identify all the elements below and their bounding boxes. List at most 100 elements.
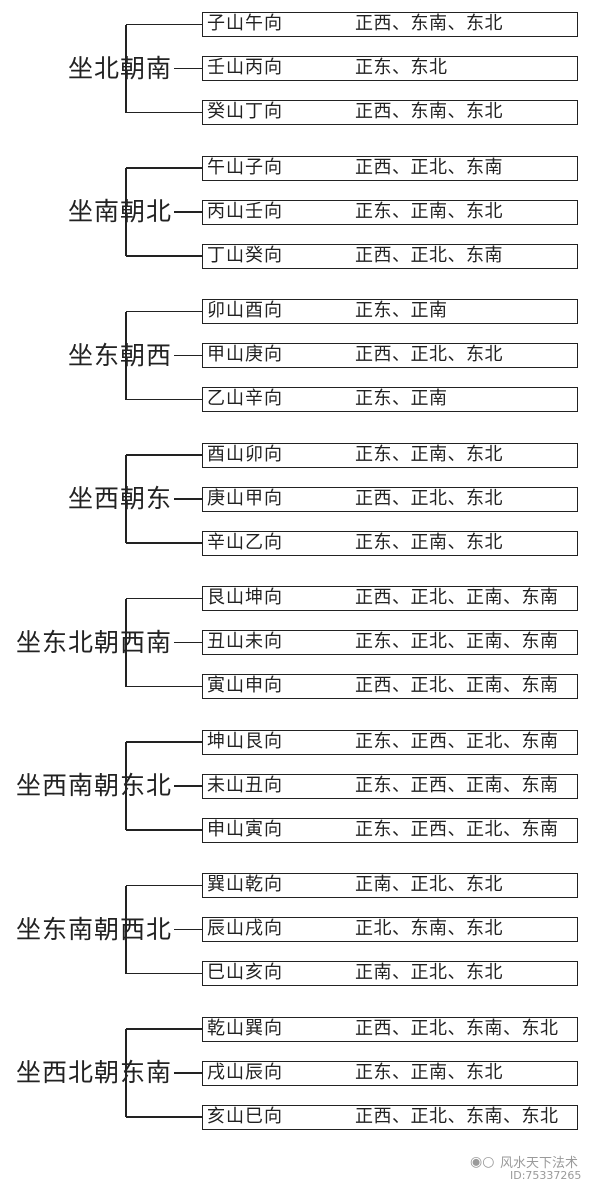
connector-branch xyxy=(126,597,202,600)
directions: 正东、正南、东北 xyxy=(355,443,503,465)
directions: 正西、东南、东北 xyxy=(355,13,503,34)
mountain-row: 辛山乙向 正东、正南、东北 xyxy=(202,530,578,556)
mountain-name: 巽山乾向 xyxy=(207,874,283,895)
connector-stem xyxy=(174,928,202,931)
directions: 正东、正西、正北、东南 xyxy=(355,730,559,752)
mountain-row: 未山丑向正东、正西、正南、东南 xyxy=(202,773,578,799)
mountain-row: 巳山亥向 正南、正北、东北 xyxy=(202,961,578,986)
connector-bracket xyxy=(125,1029,127,1117)
group-label: 坐西南朝东北 xyxy=(15,771,172,800)
connector-branch xyxy=(126,972,202,975)
connector-stem xyxy=(174,1072,202,1074)
directions: 正东、正西、正北、东南 xyxy=(355,818,559,840)
mountain-name: 申山寅向 xyxy=(207,818,283,840)
mountain-name: 丑山未向 xyxy=(207,631,283,652)
connector-stem xyxy=(174,498,202,500)
mountain-name: 巳山亥向 xyxy=(207,962,283,983)
connector-branch xyxy=(126,23,202,26)
mountain-name: 卯山酉向 xyxy=(207,300,283,321)
group-label: 坐西北朝东南 xyxy=(15,1058,172,1087)
mountain-row: 丑山未向正东、正北、正南、东南 xyxy=(202,630,578,655)
mountain-row: 丁山癸向 正西、正北、东南 xyxy=(202,243,578,269)
connector-branch xyxy=(126,884,202,887)
watermark: ◉○ 风水天下法术 ID:75337265 xyxy=(470,1152,595,1186)
directions: 正东、正南 xyxy=(355,388,448,409)
group-label: 坐东朝西 xyxy=(67,340,172,370)
directions: 正东、正南、东北 xyxy=(355,531,503,553)
mountain-name: 甲山庚向 xyxy=(207,344,283,365)
mountain-name: 坤山艮向 xyxy=(207,730,283,752)
directions: 正西、正北、东北 xyxy=(355,487,503,509)
mountain-row: 乾山巽向 正西、正北、东南、东北 xyxy=(202,1016,578,1042)
watermark-name: 风水天下法术 xyxy=(500,1156,579,1171)
mountain-row: 艮山坤向 正西、正北、正南、东南 xyxy=(202,586,578,611)
directions: 正西、正北、正南、东南 xyxy=(355,587,559,608)
mountain-name: 子山午向 xyxy=(207,13,283,34)
directions: 正北、东南、东北 xyxy=(355,918,503,939)
mountain-row: 坤山艮向 正东、正西、正北、东南 xyxy=(202,729,578,755)
connector-bracket xyxy=(125,168,127,256)
mountain-name: 丁山癸向 xyxy=(207,244,283,266)
mountain-row: 甲山庚向 正西、正北、东北 xyxy=(202,343,578,368)
connector-branch xyxy=(126,167,202,169)
mountain-row: 丙山壬向正东、正南、东北 xyxy=(202,199,578,225)
mountain-row: 乙山辛向 正东、正南 xyxy=(202,387,578,412)
directions: 正南、正北、东北 xyxy=(355,874,503,895)
connector-bracket xyxy=(125,311,127,400)
mountain-name: 寅山申向 xyxy=(207,675,283,696)
connector-branch xyxy=(126,111,202,114)
connector-bracket xyxy=(125,742,127,830)
directions: 正西、正北、东北 xyxy=(355,344,503,365)
connector-branch xyxy=(126,255,202,257)
mountain-row: 壬山丙向正东、东北 xyxy=(202,56,578,81)
connector-bracket xyxy=(125,24,127,113)
mountain-row: 子山午向 正西、东南、东北 xyxy=(202,12,578,37)
connector-stem xyxy=(174,211,202,213)
mountain-name: 乙山辛向 xyxy=(207,388,283,409)
connector-branch xyxy=(126,1116,202,1118)
connector-branch xyxy=(126,1028,202,1030)
mountain-row: 亥山巳向正西、正北、东南、东北 xyxy=(202,1104,578,1130)
directions: 正东、东北 xyxy=(355,57,448,78)
group-label: 坐北朝南 xyxy=(67,53,172,83)
connector-branch xyxy=(126,741,202,743)
mountain-row: 戌山辰向正东、正南、东北 xyxy=(202,1060,578,1086)
directions: 正西、正北、东南 xyxy=(355,244,503,266)
mountain-row: 辰山戌向正北、东南、东北 xyxy=(202,917,578,942)
watermark-id: ID:75337265 xyxy=(510,1169,582,1182)
connector-bracket xyxy=(125,885,127,974)
mountain-row: 巽山乾向 正南、正北、东北 xyxy=(202,873,578,898)
mountain-name: 亥山巳向 xyxy=(207,1105,283,1127)
group-label: 坐东北朝西南 xyxy=(15,627,172,657)
mountain-row: 酉山卯向 正东、正南、东北 xyxy=(202,442,578,468)
group-label: 坐东南朝西北 xyxy=(15,914,172,944)
mountain-row: 寅山申向正西、正北、正南、东南 xyxy=(202,674,578,699)
mountain-name: 丙山壬向 xyxy=(207,200,283,222)
mountain-row: 癸山丁向正西、东南、东北 xyxy=(202,100,578,125)
connector-bracket xyxy=(125,598,127,687)
connector-branch xyxy=(126,398,202,401)
mountain-name: 辛山乙向 xyxy=(207,531,283,553)
connector-branch xyxy=(126,454,202,456)
mountain-name: 乾山巽向 xyxy=(207,1017,283,1039)
mountain-row: 午山子向正西、正北、东南 xyxy=(202,155,578,181)
group-label: 坐南朝北 xyxy=(67,197,172,226)
mountain-name: 酉山卯向 xyxy=(207,443,283,465)
connector-branch xyxy=(126,829,202,831)
mountain-name: 庚山甲向 xyxy=(207,487,283,509)
mountain-name: 未山丑向 xyxy=(207,774,283,796)
group-label: 坐西朝东 xyxy=(67,484,172,513)
mountain-name: 艮山坤向 xyxy=(207,587,283,608)
connector-stem xyxy=(174,354,202,357)
directions: 正南、正北、东北 xyxy=(355,962,503,983)
directions: 正西、东南、东北 xyxy=(355,101,503,122)
mountain-row: 庚山甲向 正西、正北、东北 xyxy=(202,486,578,512)
connector-stem xyxy=(174,641,202,644)
connector-branch xyxy=(126,310,202,313)
wechat-icon: ◉○ xyxy=(470,1154,495,1170)
connector-branch xyxy=(126,685,202,688)
mountain-row: 卯山酉向正东、正南 xyxy=(202,299,578,324)
connector-stem xyxy=(174,67,202,70)
directions: 正西、正北、东南、东北 xyxy=(355,1017,559,1039)
